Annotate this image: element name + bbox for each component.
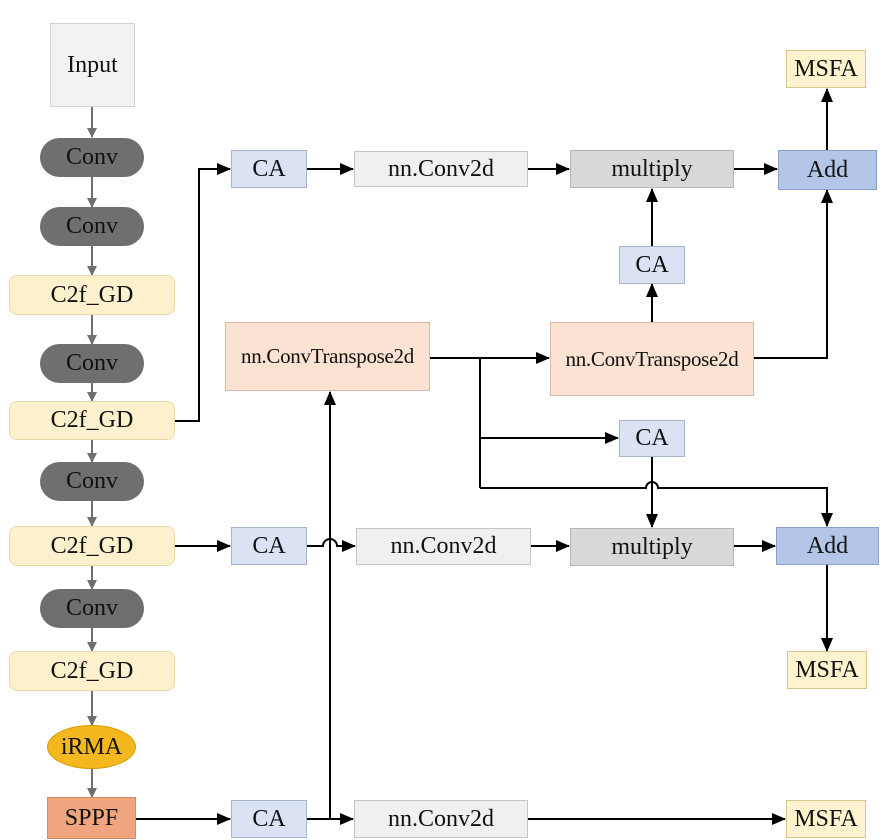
conv-node-3: Conv <box>40 344 144 383</box>
bottom-ca-node: CA <box>231 800 307 838</box>
c2f-gd-node-3: C2f_GD <box>9 526 175 566</box>
input-node: Input <box>50 23 135 107</box>
c2f-gd-node-2: C2f_GD <box>9 401 175 440</box>
top-multiply-node: multiply <box>570 150 734 188</box>
upper-ca-node: CA <box>619 246 685 284</box>
right-convtranspose-node: nn.ConvTranspose2d <box>550 322 754 396</box>
bottom-msfa-node: MSFA <box>786 800 866 838</box>
c2f-gd-node-1: C2f_GD <box>9 275 175 315</box>
conv-node-2: Conv <box>40 207 144 246</box>
mid-conv2d-node: nn.Conv2d <box>356 528 531 565</box>
left-convtranspose-node: nn.ConvTranspose2d <box>225 322 430 391</box>
mid-ca-node: CA <box>231 527 307 565</box>
top-ca-node: CA <box>231 150 307 188</box>
top-msfa-node: MSFA <box>786 50 866 88</box>
sppf-node: SPPF <box>47 797 136 839</box>
conv-node-1: Conv <box>40 138 144 177</box>
conv-node-5: Conv <box>40 589 144 628</box>
irma-node: iRMA <box>47 725 136 769</box>
c2f-gd-node-4: C2f_GD <box>9 651 175 691</box>
lower-ca-node: CA <box>619 420 685 457</box>
mid-add-node: Add <box>776 527 879 565</box>
mid-multiply-node: multiply <box>570 528 734 566</box>
top-add-node: Add <box>778 150 877 190</box>
bottom-conv2d-node: nn.Conv2d <box>354 800 528 838</box>
top-conv2d-node: nn.Conv2d <box>354 151 528 187</box>
flow-arrows <box>136 88 833 825</box>
mid-msfa-node: MSFA <box>787 651 867 689</box>
conv-node-4: Conv <box>40 462 144 501</box>
